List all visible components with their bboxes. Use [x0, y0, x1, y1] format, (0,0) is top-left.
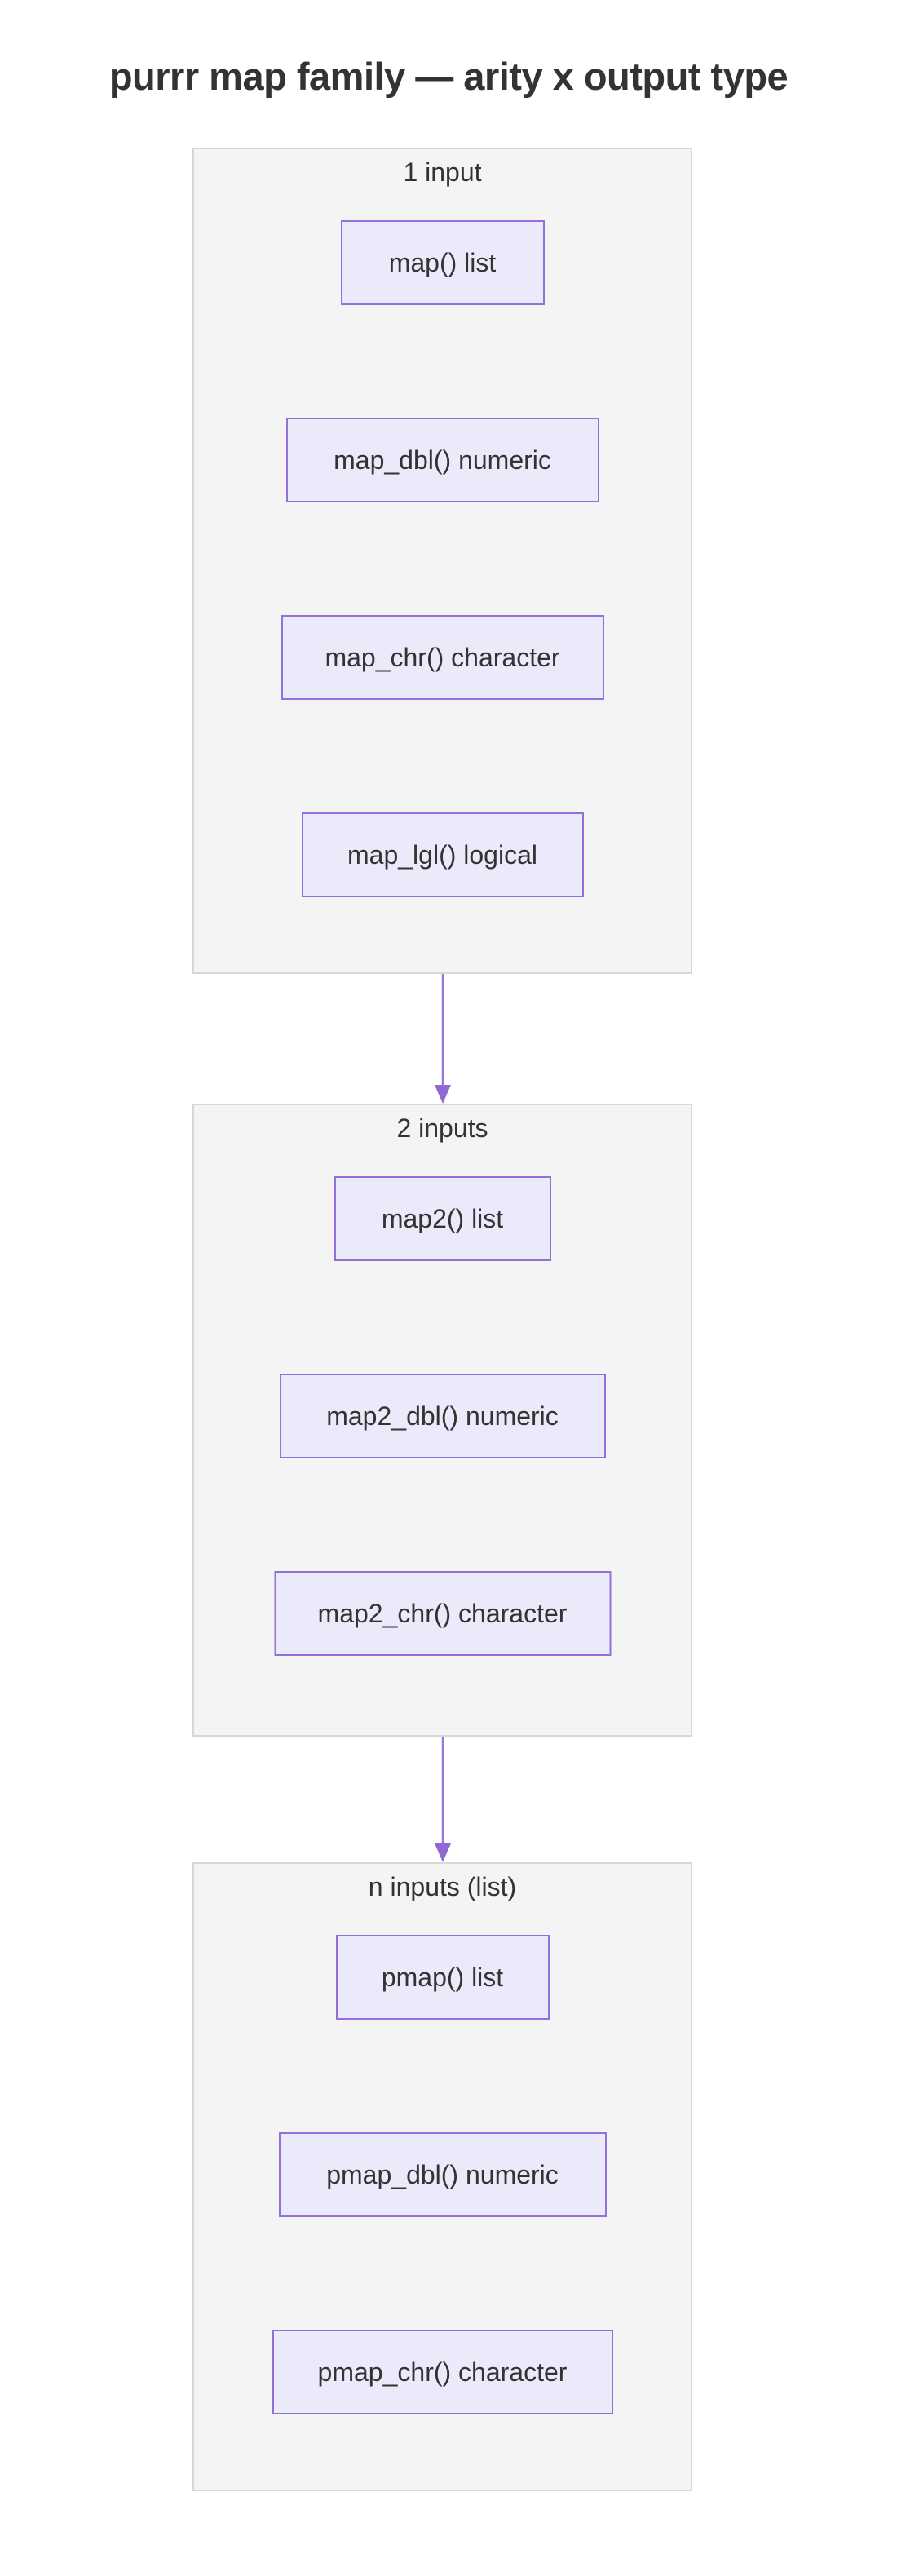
node-pmap-chr-character: pmap_chr() character — [272, 2330, 613, 2414]
node-label: map2_chr() character — [317, 1598, 568, 1628]
arrowhead-icon — [435, 1085, 451, 1104]
node-map-list: map() list — [340, 220, 545, 305]
node-label: pmap_chr() character — [317, 2357, 568, 2387]
node-map2-chr-character: map2_chr() character — [274, 1571, 611, 1656]
node-pmap-dbl-numeric: pmap_dbl() numeric — [278, 2132, 607, 2217]
cluster-2-inputs: 2 inputs map2() list map2_dbl() numeric … — [192, 1104, 692, 1737]
node-label: map2_dbl() numeric — [326, 1401, 559, 1431]
node-map-chr-character: map_chr() character — [281, 615, 604, 700]
node-label: map() list — [388, 247, 497, 277]
edge-arrow-2 — [435, 1737, 451, 1862]
node-label: map_lgl() logical — [347, 839, 537, 870]
cluster-label: n inputs (list) — [368, 1872, 517, 1901]
node-map-dbl-numeric: map_dbl() numeric — [285, 418, 599, 502]
node-label: map_chr() character — [325, 642, 560, 672]
node-pmap-list: pmap() list — [335, 1935, 550, 2020]
edge-arrow-1 — [435, 974, 451, 1104]
cluster-label: 1 input — [403, 157, 482, 187]
cluster-1-input: 1 input map() list map_dbl() numeric map… — [192, 148, 692, 974]
page-title: purrr map family — arity x output type — [108, 55, 789, 98]
arrowhead-icon — [435, 1843, 451, 1862]
node-label: pmap() list — [381, 1962, 504, 1992]
node-map2-dbl-numeric: map2_dbl() numeric — [279, 1374, 606, 1458]
node-label: map_dbl() numeric — [334, 445, 551, 475]
node-label: pmap_dbl() numeric — [326, 2159, 559, 2189]
node-map-lgl-logical: map_lgl() logical — [301, 812, 584, 897]
node-map2-list: map2() list — [334, 1176, 551, 1261]
cluster-n-inputs: n inputs (list) pmap() list pmap_dbl() n… — [192, 1862, 692, 2491]
node-label: map2() list — [381, 1203, 504, 1233]
cluster-label: 2 inputs — [396, 1113, 488, 1143]
